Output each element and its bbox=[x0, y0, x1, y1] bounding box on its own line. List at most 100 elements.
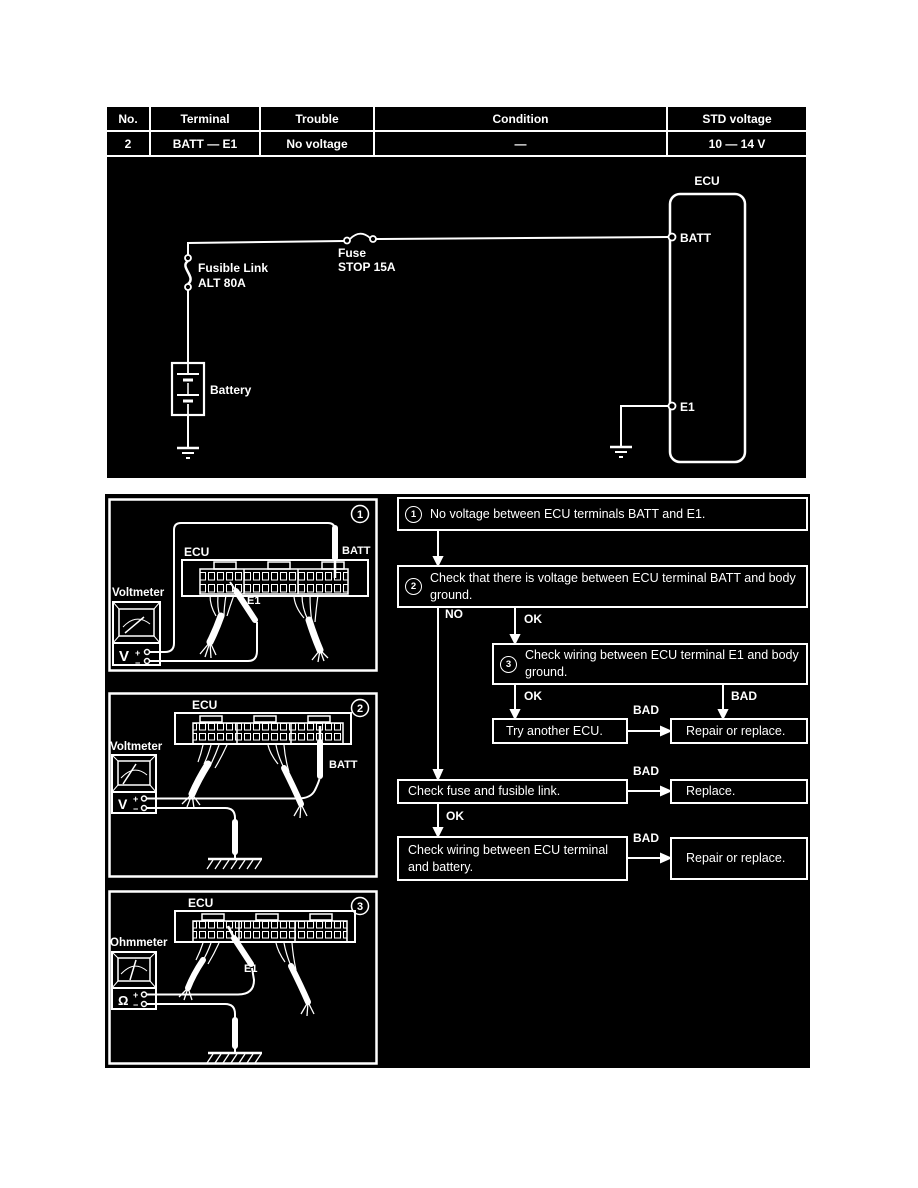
panel-number-badge: 1 bbox=[350, 504, 370, 524]
ecu-connector bbox=[174, 712, 352, 745]
trouble-table-data-row: 2 BATT — E1 No voltage — 10 — 14 V bbox=[107, 130, 806, 157]
wire-harness-right bbox=[267, 744, 308, 819]
wire-harness-right bbox=[293, 594, 329, 663]
battery-symbol: Battery bbox=[170, 361, 252, 417]
voltmeter-icon: Voltmeter V + − bbox=[112, 587, 165, 668]
meter-label: Ohmmeter bbox=[110, 937, 168, 949]
col-header-terminal: Terminal bbox=[149, 107, 261, 132]
step-text: Check that there is voltage between ECU … bbox=[430, 570, 796, 602]
body-ground-symbol bbox=[206, 857, 262, 870]
fuse-name-label: Fuse bbox=[338, 246, 366, 260]
battery-label: Battery bbox=[210, 383, 252, 397]
step-text: Check wiring between ECU terminal and ba… bbox=[408, 842, 609, 874]
flowchart-connectors bbox=[432, 531, 729, 864]
branch-label-no: NO bbox=[445, 607, 463, 621]
minus-terminal-label: − bbox=[133, 1000, 138, 1010]
plus-terminal-label: + bbox=[133, 794, 138, 804]
fusible-link-name-label: Fusible Link bbox=[198, 261, 268, 275]
step-text: Repair or replace. bbox=[686, 851, 786, 866]
trouble-table: No. Terminal Trouble Condition STD volta… bbox=[107, 107, 806, 157]
batt-terminal: BATT bbox=[667, 231, 712, 245]
meter-needle bbox=[124, 616, 145, 634]
plus-terminal-label: + bbox=[133, 990, 138, 1000]
step-text: Repair or replace. bbox=[686, 723, 786, 738]
cell-terminal: BATT — E1 bbox=[149, 130, 261, 157]
wire-batt-to-fuse bbox=[375, 236, 669, 240]
panel-border bbox=[108, 692, 378, 878]
meter-label: Voltmeter bbox=[112, 587, 165, 599]
flow-step-1: 1 No voltage between ECU terminals BATT … bbox=[397, 497, 808, 531]
fusible-link-symbol: Fusible Link ALT 80A bbox=[184, 254, 268, 291]
cell-std-voltage: 10 — 14 V bbox=[666, 130, 806, 157]
branch-label-bad-3: BAD bbox=[633, 764, 659, 778]
wire-harness-right bbox=[275, 942, 315, 1017]
step-text: Replace. bbox=[686, 784, 736, 799]
wire-e1-to-ground bbox=[620, 405, 669, 447]
e1-terminal: E1 bbox=[667, 400, 695, 414]
col-header-std-voltage: STD voltage bbox=[666, 107, 806, 132]
fusible-link-rating-label: ALT 80A bbox=[198, 276, 246, 290]
panel-number-badge: 2 bbox=[350, 698, 370, 718]
branch-label-bad-4: BAD bbox=[633, 831, 659, 845]
ecu-label: ECU bbox=[184, 545, 209, 559]
flow-repair-or-replace-2: Repair or replace. bbox=[670, 837, 808, 880]
meter-label: Voltmeter bbox=[110, 741, 163, 753]
fuse-symbol: Fuse STOP 15A bbox=[338, 232, 396, 274]
test-lead-plus bbox=[146, 967, 256, 996]
probe-batt-label: BATT bbox=[342, 545, 371, 557]
wire-fuse-to-link bbox=[187, 240, 345, 255]
panel-ohmmeter-e1-ground: 3 ECU bbox=[108, 890, 378, 1065]
trouble-table-and-circuit-section: No. Terminal Trouble Condition STD volta… bbox=[105, 105, 808, 480]
test-lead-minus bbox=[149, 622, 258, 662]
probe-e1-label: E1 bbox=[244, 963, 257, 975]
probe-e1 bbox=[226, 925, 254, 967]
ecu-label: ECU bbox=[192, 698, 217, 712]
step-text: Check fuse and fusible link. bbox=[408, 784, 561, 799]
minus-terminal-label: − bbox=[133, 804, 138, 814]
minus-terminal-label: − bbox=[135, 658, 140, 668]
trouble-table-header-row: No. Terminal Trouble Condition STD volta… bbox=[107, 107, 806, 132]
flow-repair-or-replace-1: Repair or replace. bbox=[670, 718, 808, 744]
panel-number: 2 bbox=[357, 703, 363, 715]
branch-label-bad-1: BAD bbox=[731, 689, 757, 703]
flow-check-wiring-battery: Check wiring between ECU terminal and ba… bbox=[397, 836, 628, 881]
test-lead-plus bbox=[146, 778, 321, 800]
branch-label-ok-1: OK bbox=[524, 612, 542, 626]
probe-e1-label: E1 bbox=[247, 595, 260, 607]
flow-replace: Replace. bbox=[670, 779, 808, 804]
flow-step-3: 3 Check wiring between ECU terminal E1 a… bbox=[492, 643, 808, 685]
plus-terminal-label: + bbox=[135, 648, 140, 658]
ecu-box: ECU bbox=[668, 174, 747, 464]
ecu-connector bbox=[181, 559, 369, 597]
panel-number-badge: 3 bbox=[350, 896, 370, 916]
fuse-rating-label: STOP 15A bbox=[338, 260, 396, 274]
cell-trouble: No voltage bbox=[259, 130, 375, 157]
test-lead-minus bbox=[146, 1003, 236, 1020]
branch-label-ok-2: OK bbox=[524, 689, 542, 703]
flow-try-another-ecu: Try another ECU. bbox=[492, 718, 628, 744]
wire-harness-left bbox=[199, 594, 235, 659]
col-header-no: No. bbox=[107, 107, 151, 132]
meter-needle bbox=[129, 959, 137, 981]
step-number: 1 bbox=[405, 505, 422, 523]
batt-terminal-label: BATT bbox=[680, 231, 712, 245]
meter-needle bbox=[122, 763, 137, 785]
voltmeter-icon: Voltmeter V + − bbox=[110, 741, 163, 814]
step-text: Try another ECU. bbox=[506, 723, 603, 738]
meter-symbol: V bbox=[119, 648, 129, 665]
ecu-label: ECU bbox=[694, 174, 719, 188]
circuit-schematic: ECU BATT E1 Fuse STOP 15A bbox=[170, 174, 747, 464]
battery-ground-symbol bbox=[177, 446, 199, 459]
step-number: 3 bbox=[500, 655, 517, 673]
step-number: 2 bbox=[405, 578, 422, 595]
col-header-condition: Condition bbox=[373, 107, 668, 132]
probe-batt-label: BATT bbox=[329, 759, 358, 771]
cell-condition: — bbox=[373, 130, 668, 157]
body-ground-symbol bbox=[206, 1051, 262, 1064]
e1-terminal-label: E1 bbox=[680, 400, 695, 414]
panel-voltmeter-batt-ground: 2 ECU bbox=[108, 692, 378, 878]
branch-label-ok-3: OK bbox=[446, 809, 464, 823]
e1-ground-symbol bbox=[610, 445, 632, 458]
col-header-trouble: Trouble bbox=[259, 107, 375, 132]
